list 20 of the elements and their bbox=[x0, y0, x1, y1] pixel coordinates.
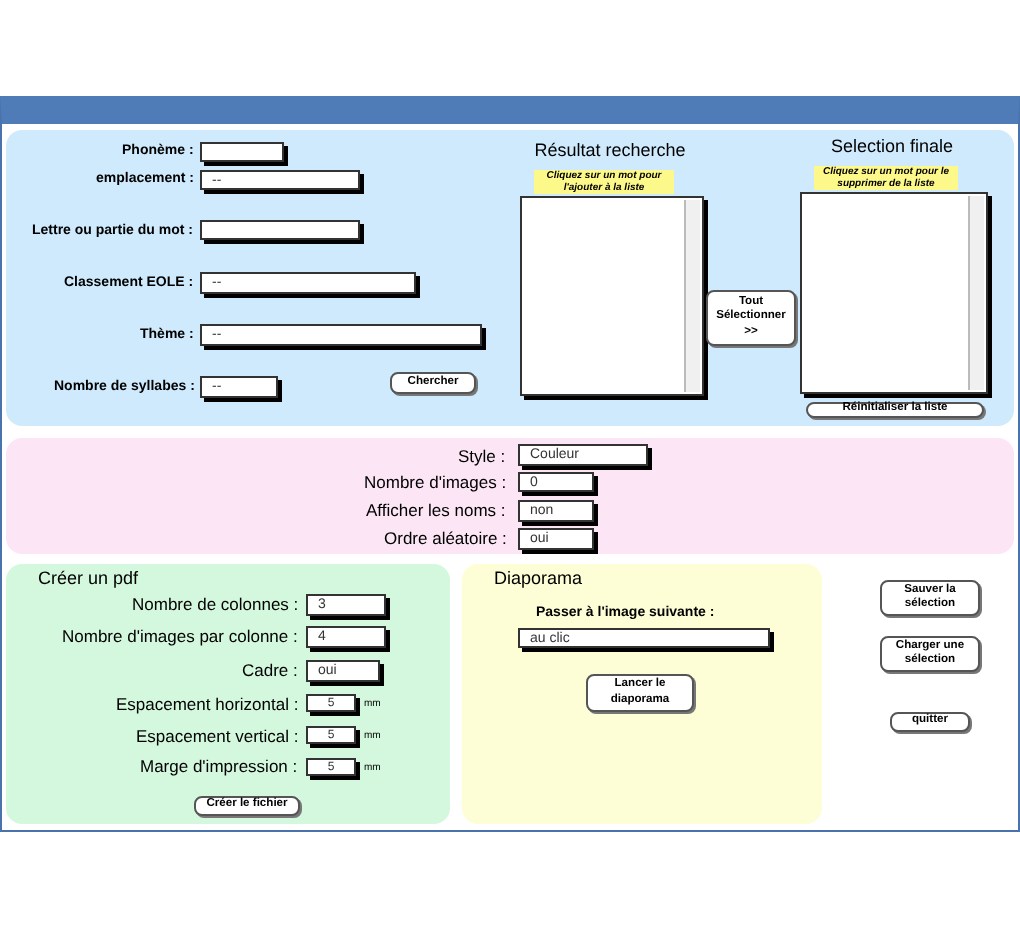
list-heading: Selection finale bbox=[828, 136, 956, 156]
form-label: Nombre de colonnes : bbox=[132, 594, 299, 614]
input-field bbox=[200, 220, 360, 240]
form-label: Marge d'impression : bbox=[140, 756, 298, 776]
panel-heading: Diaporama bbox=[494, 568, 583, 588]
list-heading: Résultat recherche bbox=[532, 140, 688, 160]
form-panel bbox=[462, 564, 822, 824]
form-label: Nombre d'images par colonne : bbox=[62, 626, 298, 646]
panel-heading: Créer un pdf bbox=[38, 568, 139, 588]
form-label: Espacement horizontal : bbox=[116, 694, 299, 714]
form-panel bbox=[6, 130, 1014, 426]
input-field bbox=[200, 142, 284, 162]
form-label: Ordre aléatoire : bbox=[384, 528, 507, 548]
form-label: Style : bbox=[458, 446, 506, 466]
form-panel bbox=[6, 438, 1014, 554]
form-panel bbox=[6, 564, 450, 824]
form-label: Afficher les noms : bbox=[366, 500, 506, 520]
form-label: Cadre : bbox=[242, 660, 298, 680]
form-label: Espacement vertical : bbox=[136, 726, 299, 746]
form-label: Nombre d'images : bbox=[364, 472, 507, 492]
